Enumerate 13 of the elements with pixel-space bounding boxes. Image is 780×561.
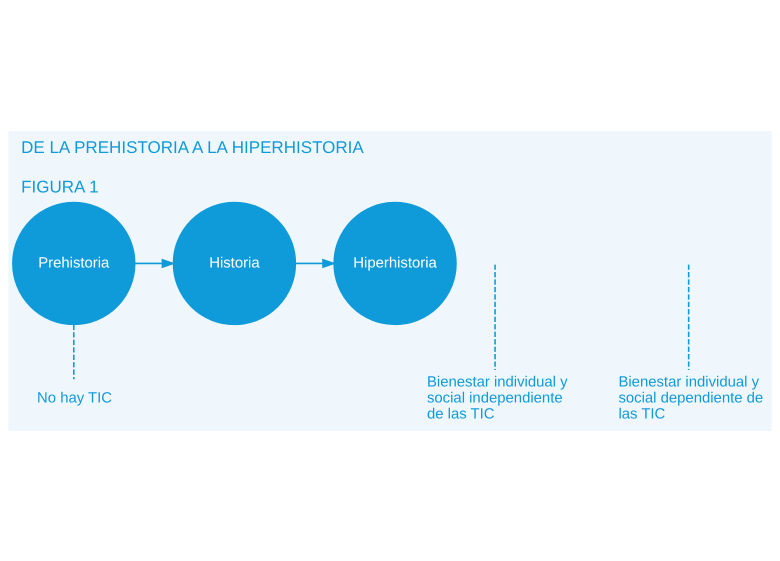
node-circle: Prehistoria — [12, 201, 136, 325]
node-circle: Hiperhistoria — [333, 201, 457, 325]
connector — [688, 264, 690, 370]
node-text: Bienestar individual y social independiente de las TIC — [426, 374, 568, 422]
diagram-title: DE LA PREHISTORIA A LA HIPERHISTORIA — [21, 138, 364, 157]
caption: FIGURA 1 — [21, 176, 99, 196]
arrow — [296, 258, 336, 268]
connector — [72, 324, 75, 379]
node-text: No hay TIC — [37, 390, 112, 406]
node-text: Bienestar individual y social dependiente de las TIC — [618, 374, 764, 422]
arrow — [134, 258, 176, 268]
node-circle: Historia — [172, 201, 296, 325]
connector — [494, 264, 496, 370]
